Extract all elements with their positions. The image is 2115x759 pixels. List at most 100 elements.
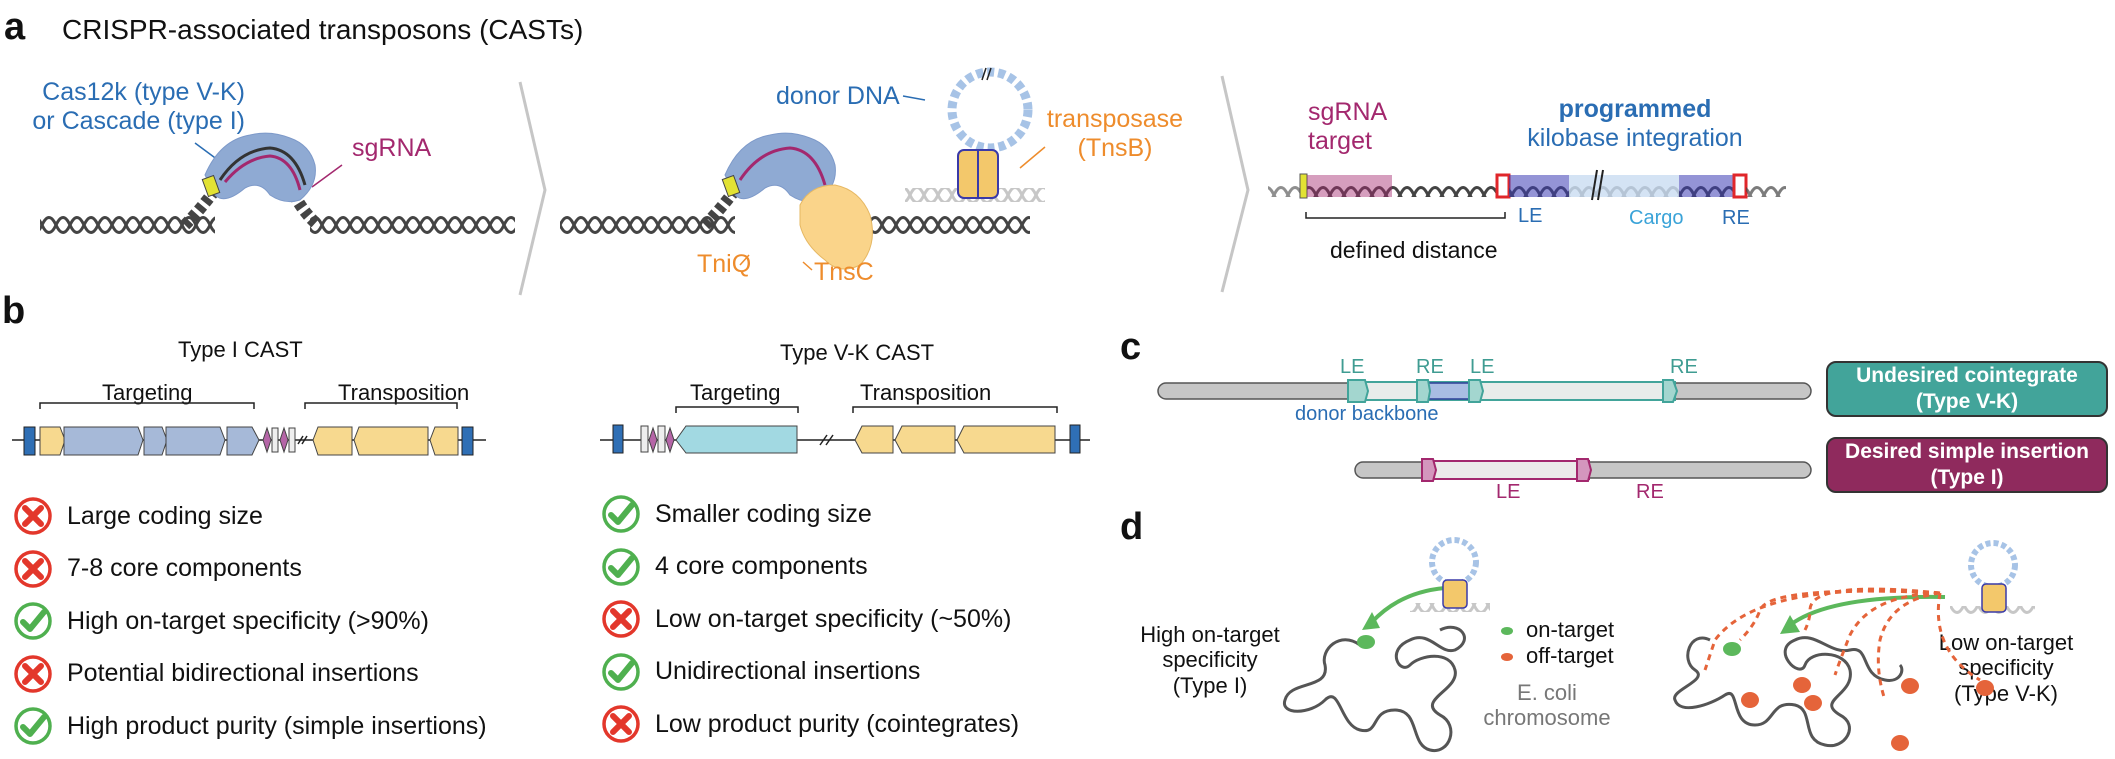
- gene-tnsc-icon: [894, 425, 956, 454]
- x-circle-icon: [14, 549, 52, 588]
- feature-item: Low on-target specificity (~50%): [601, 599, 1011, 639]
- crispr-repeat-icon: [279, 426, 289, 454]
- re-element-icon: [1662, 379, 1679, 403]
- step-arrow-icon: [518, 81, 547, 296]
- left-label-line1: High on-target: [1140, 622, 1280, 647]
- type-vk-targeting-label: Targeting: [690, 380, 781, 405]
- feature-text: High product purity (simple insertions): [67, 711, 487, 740]
- chromosome-label-line1: E. coli: [1517, 680, 1577, 705]
- cointegrate-le-1: LE: [1340, 356, 1365, 378]
- le-element-icon: [1421, 458, 1438, 482]
- re-label: RE: [1722, 207, 1750, 229]
- on-target-site: [1723, 642, 1741, 656]
- cas-protein-icon: [201, 132, 316, 203]
- right-end-box: [461, 426, 474, 456]
- right-label-line2: specificity: [1958, 655, 2054, 681]
- cointegrate-badge: Undesired cointegrate (Type V-K): [1826, 361, 2108, 417]
- transposition-bracket: [304, 402, 458, 409]
- sgrna-target-line2: target: [1308, 126, 1372, 155]
- step-arrow-icon: [1220, 75, 1250, 293]
- panel-d-artwork: [1283, 537, 2035, 752]
- effector-label-line2: or Cascade (type I): [32, 106, 245, 135]
- crispr-repeat-icon: [665, 426, 675, 454]
- gene-tniq-icon: [956, 425, 1056, 454]
- left-end-box: [23, 426, 36, 456]
- cointegrate-badge-line1: Undesired cointegrate: [1856, 363, 2078, 387]
- x-circle-icon: [14, 654, 52, 693]
- integrated-dna-icon: [1268, 169, 1786, 219]
- programmed-bold: programmed: [1558, 95, 1712, 123]
- feature-text: Low on-target specificity (~50%): [655, 604, 1012, 633]
- tniq-leader: [739, 254, 750, 266]
- feature-item: 4 core components: [601, 547, 868, 587]
- feature-item: High on-target specificity (>90%): [13, 601, 429, 641]
- re-element-icon: [1576, 458, 1593, 482]
- crispr-repeat-icon: [262, 426, 272, 454]
- feature-text: Potential bidirectional insertions: [67, 659, 419, 687]
- donor-leader: [902, 95, 926, 101]
- feature-item: High product purity (simple insertions): [13, 706, 487, 746]
- feature-text: Unidirectional insertions: [655, 657, 921, 685]
- panel-a-title: CRISPR-associated transposons (CASTs): [62, 14, 584, 45]
- sgrna-target-label: sgRNA target: [1308, 98, 1387, 156]
- feature-text: Smaller coding size: [655, 499, 872, 528]
- left-specificity-label: High on-target specificity (Type I): [1130, 622, 1290, 698]
- type-vk-operon: [600, 406, 1090, 454]
- gene-tnsd-icon: [39, 426, 66, 456]
- left-label-line2: specificity: [1162, 647, 1258, 673]
- effector-label-line1: Cas12k (type V-K): [42, 78, 245, 106]
- x-circle-icon: [602, 705, 640, 743]
- simple-le-label: LE: [1496, 481, 1521, 503]
- on-target-site: [1357, 635, 1375, 649]
- feature-item: Low product purity (cointegrates): [601, 704, 1019, 744]
- on-target-arrow: [1788, 594, 1946, 627]
- transposase-label-line1: transposase: [1046, 105, 1184, 133]
- gene-cas-icon: [226, 426, 260, 456]
- feature-text: Low product purity (cointegrates): [655, 709, 1020, 738]
- panel-b-letter: b: [2, 290, 26, 332]
- simple-insertion-badge: Desired simple insertion (Type I): [1826, 437, 2108, 493]
- left-end-box: [612, 424, 624, 454]
- le-element-icon: [1468, 379, 1485, 403]
- right-end-box: [1069, 424, 1081, 454]
- x-circle-icon: [602, 600, 640, 638]
- left-label-line3: (Type I): [1172, 672, 1248, 698]
- legend-off-target-label: off-target: [1526, 643, 1614, 668]
- cointegrate-badge-line2: (Type V-K): [1915, 390, 2019, 413]
- crispr-repeat-icon: [648, 426, 658, 454]
- panel-c-letter: c: [1120, 326, 1142, 368]
- distance-label: defined distance: [1330, 237, 1498, 263]
- donor-transposase-icon: [1410, 537, 1490, 612]
- donor-backbone-label: donor backbone: [1295, 403, 1439, 425]
- targeting-bracket: [675, 406, 799, 413]
- right-label-line1: Low on-target: [1938, 630, 2074, 655]
- gene-cas-icon: [165, 426, 226, 456]
- feature-text: High on-target specificity (>90%): [67, 606, 429, 635]
- chromosome-right: [1673, 636, 1904, 748]
- off-target-arrows: [1703, 587, 1981, 701]
- gene-cas-icon: [63, 426, 144, 456]
- gene-cas12k-icon: [675, 425, 798, 454]
- feature-item: 7-8 core components: [13, 549, 302, 589]
- transposition-bracket: [852, 406, 1058, 413]
- type-i-title: Type I CAST: [178, 337, 303, 362]
- check-circle-icon: [602, 495, 640, 533]
- gene-cas-icon: [143, 426, 168, 456]
- x-circle-icon: [14, 497, 52, 535]
- right-specificity-label: Low on-target specificity (Type V-K): [1926, 630, 2086, 706]
- chromosome-label-line2: chromosome: [1483, 705, 1611, 731]
- right-label-line3: (Type V-K): [1954, 680, 2058, 706]
- tnsc-leader: [802, 261, 813, 271]
- transposase-leader: [1019, 146, 1046, 169]
- tnsc-protein-icon: [799, 184, 873, 270]
- donor-transposase-icon: [1950, 540, 2035, 615]
- sgrna-label: sgRNA: [352, 134, 432, 162]
- simple-badge-line2: (Type I): [1930, 466, 2004, 489]
- type-i-targeting-label: Targeting: [102, 380, 193, 405]
- le-label: LE: [1518, 205, 1543, 227]
- gene-tnsc-icon: [353, 426, 429, 456]
- legend-on-target-label: on-target: [1526, 617, 1615, 642]
- check-circle-icon: [602, 547, 640, 586]
- legend-on-target-swatch: [1501, 627, 1513, 635]
- transposase-label-line2: (TnsB): [1077, 133, 1153, 162]
